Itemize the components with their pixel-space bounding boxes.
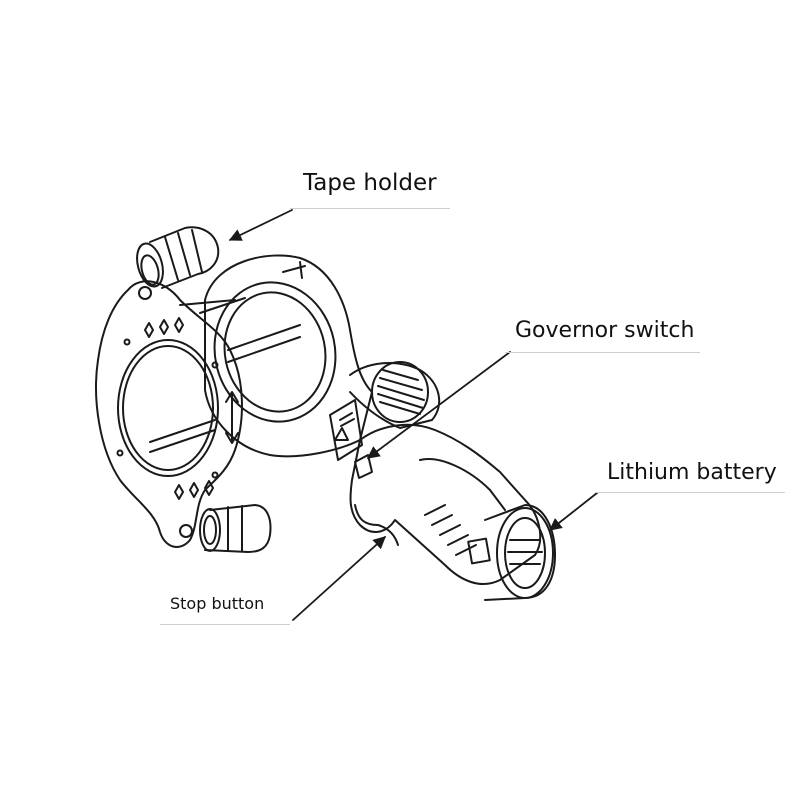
connecting-rods <box>149 297 301 453</box>
tape-holder-pointer <box>228 209 293 241</box>
stop-button-label: Stop button <box>170 594 265 613</box>
warning-plate <box>329 399 363 461</box>
rear-housing <box>204 254 373 458</box>
governor-switch-pointer <box>366 351 511 459</box>
upper-tape-holder <box>136 226 220 289</box>
battery-pack <box>467 504 556 601</box>
stop-button-underline <box>160 624 290 625</box>
motor-body <box>349 361 441 429</box>
lithium-battery-pointer <box>549 492 598 531</box>
lower-tape-holder <box>199 504 272 553</box>
stop-button-pointer <box>292 536 386 621</box>
front-ring-plate <box>95 280 243 548</box>
lithium-battery-label: Lithium battery <box>607 460 777 485</box>
handle-grip <box>349 423 542 585</box>
pointer-arrows <box>228 209 598 621</box>
tape-holder-underline <box>290 208 450 209</box>
lithium-battery-underline <box>595 492 785 493</box>
governor-switch-label: Governor switch <box>515 318 695 343</box>
governor-switch-underline <box>505 352 700 353</box>
tape-holder-label: Tape holder <box>303 170 437 196</box>
